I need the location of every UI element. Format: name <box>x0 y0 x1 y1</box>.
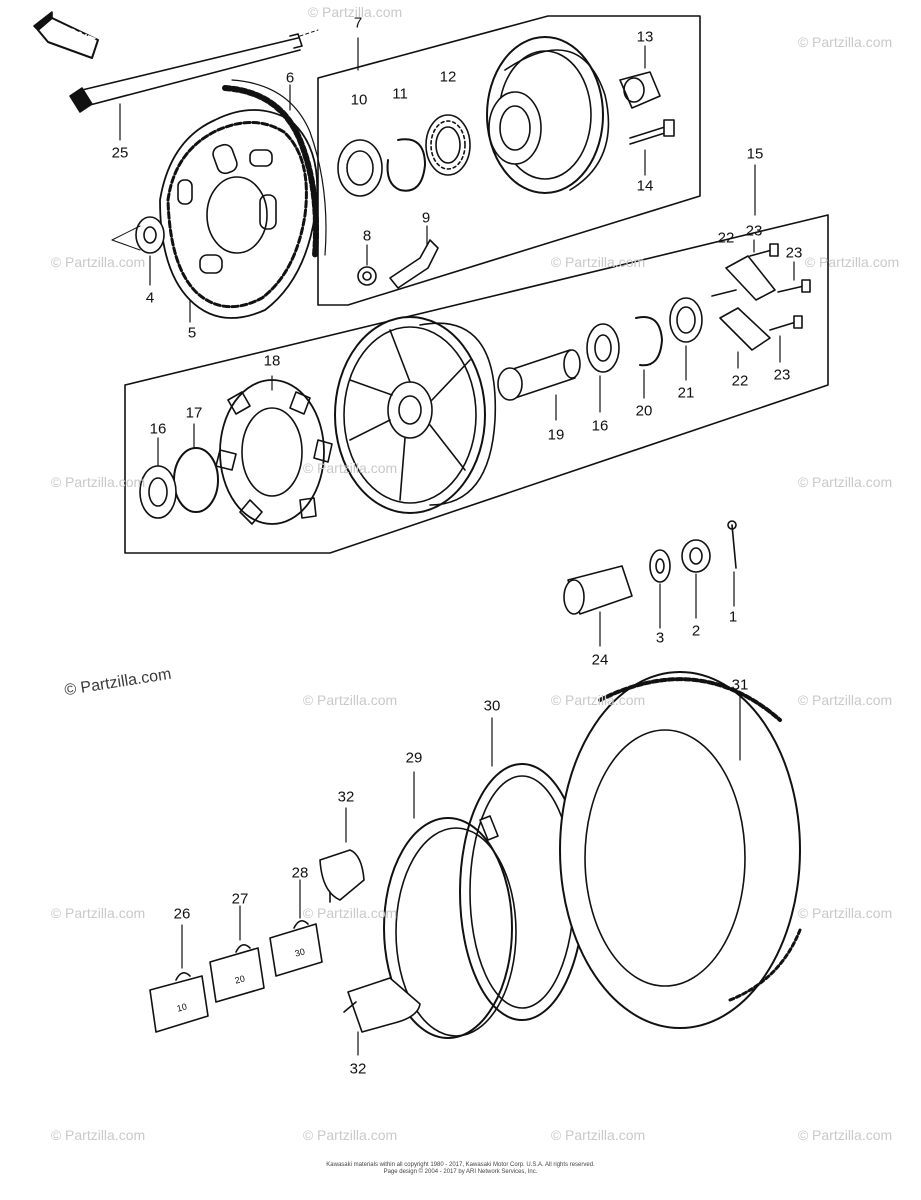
front-arrow-icon <box>33 11 99 59</box>
copyright-footer: Kawasaki materials within all copyright … <box>326 1162 594 1176</box>
circlip-11 <box>386 138 426 192</box>
watermark: © Partzilla.com <box>797 692 893 708</box>
bearing-12 <box>425 114 471 176</box>
watermark: © Partzilla.com <box>50 474 146 490</box>
watermark: © Partzilla.com <box>307 4 403 20</box>
callout-27: 27 <box>231 890 249 908</box>
callout-6: 6 <box>285 69 295 87</box>
callout-15: 15 <box>746 145 764 163</box>
callout-23-mid: 23 <box>785 244 803 262</box>
callout-31: 31 <box>731 676 749 694</box>
nut-8 <box>357 266 377 286</box>
callout-22-upper: 22 <box>717 229 735 247</box>
collar-24 <box>563 565 633 615</box>
callout-18: 18 <box>263 352 281 370</box>
bolt-23-c <box>769 315 803 331</box>
chain-6 <box>222 79 327 258</box>
watermark: © Partzilla.com <box>550 1127 646 1143</box>
callout-16-left: 16 <box>149 420 167 438</box>
oil-seal-10 <box>337 139 383 197</box>
callout-30: 30 <box>483 697 501 715</box>
callout-32-upper: 32 <box>337 788 355 806</box>
callout-13: 13 <box>636 28 654 46</box>
callout-19: 19 <box>547 426 565 444</box>
footer-line-1: Kawasaki materials within all copyright … <box>326 1162 595 1168</box>
circlip-20 <box>635 316 663 367</box>
clip-weight-32-lower <box>343 977 421 1033</box>
watermark: © Partzilla.com <box>50 1127 146 1143</box>
bearing-16-left <box>139 465 177 519</box>
callout-32-lower: 32 <box>349 1060 367 1078</box>
callout-22-lower: 22 <box>731 372 749 390</box>
footer-line-2: Page design © 2004 - 2017 by ARI Network… <box>383 1169 538 1175</box>
watermark: © Partzilla.com <box>797 905 893 921</box>
bolt-23-a <box>749 243 779 257</box>
watermark: © Partzilla.com <box>550 254 646 270</box>
oil-seal-21 <box>669 297 703 343</box>
callout-16-right: 16 <box>591 417 609 435</box>
callout-8: 8 <box>362 227 372 245</box>
rubber-damper-18 <box>215 379 333 525</box>
rim-band-29 <box>383 817 517 1039</box>
bearing-16-right <box>586 323 620 373</box>
callout-23-top: 23 <box>745 222 763 240</box>
callout-2: 2 <box>691 622 701 640</box>
watermark: © Partzilla.com <box>302 460 398 476</box>
callout-14: 14 <box>636 177 654 195</box>
nut-13 <box>619 71 661 109</box>
spacer-19 <box>497 349 581 401</box>
callout-9: 9 <box>421 209 431 227</box>
wheel-assembly-box <box>124 214 829 554</box>
callout-7: 7 <box>353 14 363 32</box>
sprocket-5 <box>159 109 319 319</box>
callout-28: 28 <box>291 864 309 882</box>
callout-25: 25 <box>111 144 129 162</box>
watermark: © Partzilla.com <box>50 254 146 270</box>
balance-weight-28 <box>269 920 323 977</box>
clip-weight-32-upper <box>319 849 365 903</box>
callout-12: 12 <box>439 68 457 86</box>
callout-10: 10 <box>350 91 368 109</box>
watermark: © Partzilla.com <box>50 905 146 921</box>
watermark: © Partzilla.com <box>797 34 893 50</box>
washer-3 <box>649 549 671 583</box>
bolt-23-d <box>711 289 737 297</box>
bolt-23-b <box>777 279 811 293</box>
o-ring-17 <box>173 447 219 513</box>
balance-weight-27 <box>209 944 265 1003</box>
callout-1: 1 <box>728 608 738 626</box>
stud-14 <box>629 119 675 145</box>
callout-17: 17 <box>185 404 203 422</box>
watermark: © Partzilla.com <box>797 474 893 490</box>
cotter-pin-1 <box>727 520 737 569</box>
watermark: © Partzilla.com <box>804 254 900 270</box>
cast-wheel <box>334 316 497 514</box>
castle-nut-2 <box>681 539 711 573</box>
callout-20: 20 <box>635 402 653 420</box>
axle-25 <box>69 29 319 113</box>
tire-31 <box>559 671 802 1029</box>
callout-5: 5 <box>187 324 197 342</box>
lock-plate-22-lower <box>719 307 771 351</box>
watermark: © Partzilla.com <box>302 692 398 708</box>
watermark: © Partzilla.com <box>797 1127 893 1143</box>
callout-23-bottom: 23 <box>773 366 791 384</box>
callout-24: 24 <box>591 651 609 669</box>
balance-weight-26 <box>149 972 209 1033</box>
watermark: © Partzilla.com <box>302 905 398 921</box>
chain-guide-9 <box>389 239 439 289</box>
watermark: © Partzilla.com <box>550 692 646 708</box>
lock-plate-22-upper <box>725 255 776 301</box>
callout-4: 4 <box>145 289 155 307</box>
callout-29: 29 <box>405 749 423 767</box>
callout-21: 21 <box>677 384 695 402</box>
hub-coupling-box <box>317 15 701 306</box>
watermark: © Partzilla.com <box>302 1127 398 1143</box>
spacer-4 <box>111 216 165 254</box>
callout-11: 11 <box>392 85 408 103</box>
coupling-hub <box>486 36 610 194</box>
callout-3: 3 <box>655 629 665 647</box>
callout-26: 26 <box>173 905 191 923</box>
